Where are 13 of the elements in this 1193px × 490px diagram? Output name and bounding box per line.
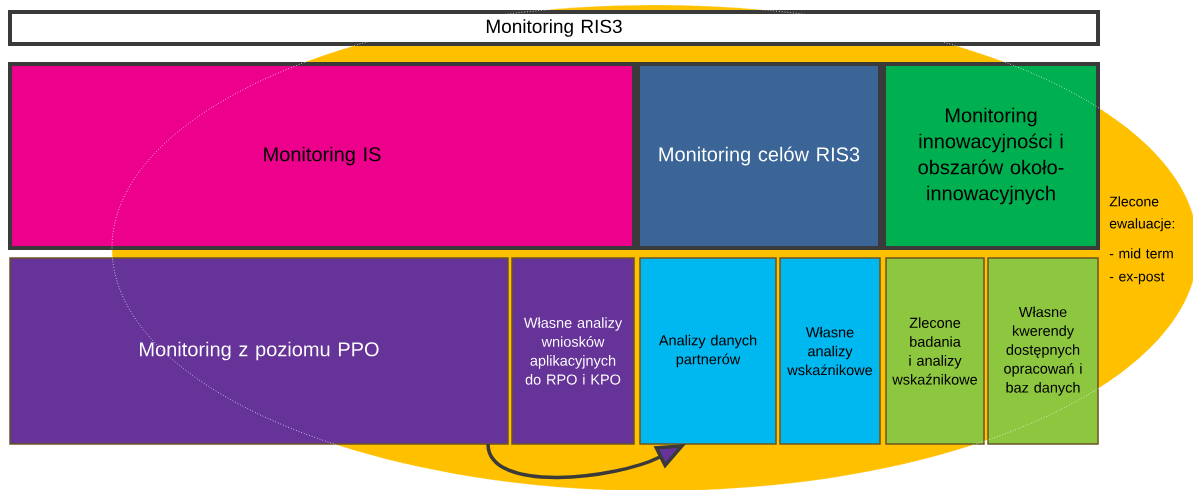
note-text: - mid term [1109, 248, 1173, 259]
heading-box: Monitoring IS [8, 62, 636, 250]
category-box: Własne analizy wskaźnikowe [779, 257, 881, 445]
category-box: Własne analizy wniosków aplikacyjnych do RPO i KPO [511, 257, 635, 445]
category-box: Monitoring z poziomu PPO [9, 257, 509, 445]
note-text: - ex-post [1109, 272, 1165, 285]
heading-box: Monitoring RIS3 [8, 10, 1100, 46]
heading-box: Monitoring celów RIS3 [636, 62, 882, 250]
category-box: Własne kwerendy dostępnych opracowań i baz danych [987, 257, 1099, 445]
category-box: Zlecone badania i analizy wskaźnikowe [885, 257, 985, 445]
heading-box: Monitoring innowacyjności i obszarów około-innowacyjnych [882, 62, 1100, 250]
note-text: Zlecone ewaluacje: [1109, 196, 1175, 232]
category-box: Analizy danych partnerów [639, 257, 777, 445]
